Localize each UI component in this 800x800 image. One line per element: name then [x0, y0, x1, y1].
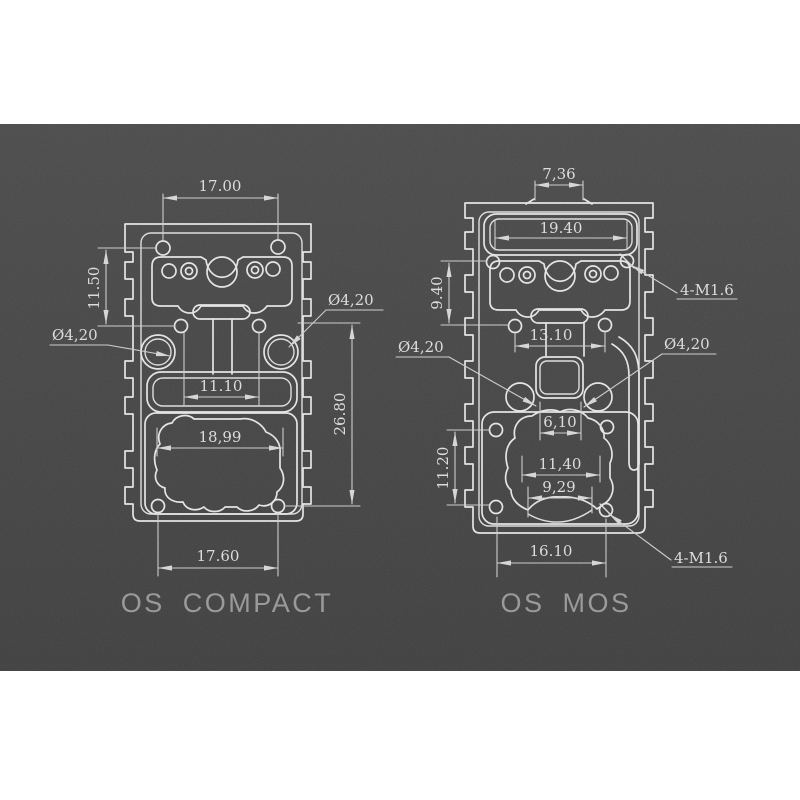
dim-compact-left-height: 11.50 [85, 247, 176, 327]
compact-slot-outer [146, 371, 298, 413]
dim-compact-slot-width: 11.10 [183, 332, 260, 407]
mos-center-square-inner [539, 360, 580, 395]
compact-bottom-left-hole [150, 498, 166, 514]
mos-wire-channel [611, 336, 640, 471]
dim-label: 16.10 [530, 542, 573, 560]
dim-label: 6,10 [543, 413, 576, 431]
compact-top-right-hole [270, 239, 286, 255]
dim-label: 17.00 [199, 177, 242, 195]
title-os-compact: OS COMPACT [121, 588, 334, 618]
dim-mos-cavity-width: 11,40 [521, 455, 601, 483]
dim-label: 17.60 [197, 547, 240, 565]
dim-mos-slot-width: 19.40 [494, 219, 628, 251]
mos-top-chamfer-left [525, 198, 535, 205]
callout-mos-screw-bottom: 4-M1.6 [608, 513, 733, 568]
dim-compact-hole-left: Ø4,20 [49, 326, 171, 357]
dim-label: 4-M1.6 [680, 281, 734, 299]
mos-top-slot-outer [483, 213, 638, 256]
compact-cavity-blob [153, 414, 285, 513]
dim-compact-cavity-width: 18,99 [156, 427, 284, 457]
dim-label: 11.10 [200, 377, 243, 395]
callout-mos-screw-top: 4-M1.6 [630, 264, 738, 300]
compact-outer-outline [124, 223, 312, 522]
dim-mos-lower-left-height: 11.20 [434, 429, 490, 506]
dim-mos-hole-left: Ø4,20 [395, 338, 537, 407]
dim-mos-hole-right: Ø4,20 [583, 335, 717, 408]
mos-top-chamfer-right [583, 198, 593, 205]
dim-label: 13.10 [530, 326, 573, 344]
dim-compact-hole-right: Ø4,20 [288, 291, 384, 348]
dim-compact-bottom-width: 17.60 [157, 513, 279, 577]
compact-large-hole-left [140, 334, 176, 370]
dim-label: 11.20 [434, 447, 452, 490]
dim-mos-upper-left-height: 9.40 [428, 260, 509, 326]
compact-bottom-right-hole [270, 498, 286, 514]
dim-compact-right-height: 26.80 [285, 322, 361, 507]
compact-large-hole-right [263, 334, 299, 370]
mos-cavity-blob [504, 408, 614, 511]
dim-mos-bottom-width: 16.10 [496, 516, 607, 578]
dim-label: 9,29 [542, 478, 575, 496]
dim-label: 11.50 [85, 267, 103, 310]
mos-chamber-screw-hole-br [598, 502, 614, 518]
drawing-os-compact: 17.00 11.50 Ø4,20 Ø4,20 11.10 [49, 177, 384, 618]
dim-mos-center-gap: 6,10 [539, 401, 582, 441]
dim-mos-top-notch: 7,36 [534, 165, 584, 201]
dim-label: 18,99 [199, 428, 242, 446]
dim-label: Ø4,20 [398, 338, 444, 356]
dim-mos-mid-width: 13.10 [514, 326, 606, 353]
dim-label: 19.40 [540, 219, 583, 237]
mos-upper-left-hole [485, 254, 501, 270]
mos-outer-outline [464, 202, 654, 534]
dim-label: 7,36 [542, 165, 575, 183]
mos-chamber-hole-bl [488, 499, 504, 515]
dim-label: Ø4,20 [664, 335, 710, 353]
compact-slot-inner [152, 377, 292, 407]
dim-label: Ø4,20 [328, 291, 374, 309]
dim-label: 4-M1.6 [674, 549, 728, 567]
compact-large-hole-right-inner [267, 338, 295, 366]
mos-pocket-curve [527, 509, 593, 523]
mos-chamber-hole-tr [599, 419, 615, 435]
dim-label: 9.40 [428, 276, 446, 309]
compact-chamber [144, 412, 298, 515]
dim-label: 26.80 [331, 393, 349, 436]
drawing-os-mos: 7,36 19.40 9.40 4-M1.6 13.10 [395, 165, 738, 618]
dim-compact-top-width: 17.00 [162, 177, 279, 241]
title-os-mos: OS MOS [500, 588, 631, 618]
dim-label: Ø4,20 [52, 326, 98, 344]
mos-top-slot-inner [489, 218, 633, 251]
dim-label: 11,40 [539, 455, 582, 473]
mos-center-square-outer [535, 356, 584, 399]
dim-mos-pocket-width: 9,29 [527, 478, 593, 518]
